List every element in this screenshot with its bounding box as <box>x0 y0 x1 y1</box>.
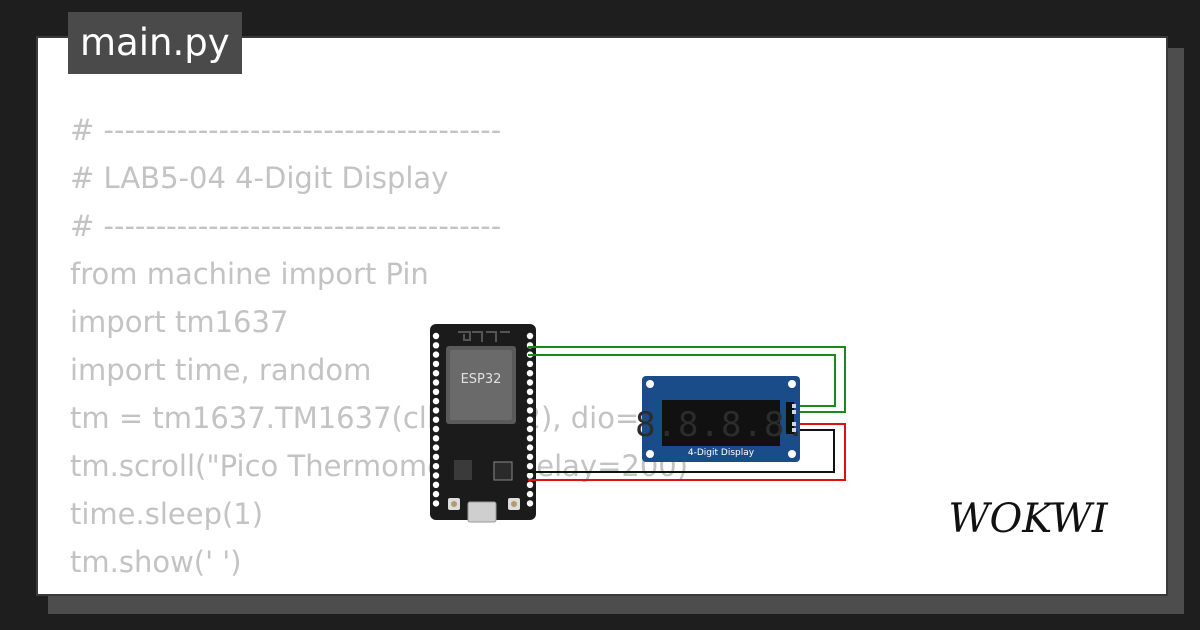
esp32-pin <box>432 351 440 358</box>
esp32-pin <box>432 444 440 451</box>
usb-chip <box>493 461 513 481</box>
esp32-pin <box>526 472 534 479</box>
pin-gnd <box>792 428 796 432</box>
esp32-shield <box>450 350 512 420</box>
mount-hole <box>788 380 796 388</box>
code-line: # -------------------------------------- <box>70 209 502 243</box>
esp32-left-pins <box>432 332 440 507</box>
esp32-pin <box>526 435 534 442</box>
esp32-label: ESP32 <box>461 372 502 387</box>
code-line: # LAB5-04 4-Digit Display <box>70 161 449 195</box>
esp32-pin <box>432 481 440 488</box>
esp32-pin <box>526 463 534 470</box>
esp32-pin <box>526 425 534 433</box>
esp32-pin <box>526 490 534 498</box>
esp32-pin <box>432 397 440 405</box>
esp32-pin <box>432 463 440 470</box>
wires <box>528 346 846 481</box>
wire-dio[interactable] <box>528 354 836 407</box>
esp32-pin <box>526 444 534 451</box>
code-line: import time, random <box>70 353 372 387</box>
preview-card: # --------------------------------------… <box>36 36 1168 596</box>
wokwi-logo-text: WOKWI <box>948 496 1108 542</box>
mount-hole <box>788 450 796 458</box>
regulator <box>454 460 472 480</box>
code-line: import tm1637 <box>70 305 289 339</box>
esp32-pin <box>432 416 440 423</box>
esp32-pin <box>526 453 534 461</box>
wokwi-logo: WOKWI <box>948 496 1108 542</box>
code-line: time.sleep(1) <box>70 497 264 531</box>
code-listing: # --------------------------------------… <box>70 106 735 594</box>
esp32-pin <box>432 500 440 507</box>
en-button-cap <box>511 501 517 507</box>
esp32-pin <box>526 332 534 340</box>
seven-segment-digits: 8.8.8.8. <box>635 405 807 445</box>
esp32-board[interactable]: ESP32 <box>430 324 536 523</box>
esp32-pin <box>432 453 440 461</box>
esp32-pin <box>526 416 534 423</box>
esp32-pin <box>432 490 440 498</box>
esp32-pin <box>432 435 440 442</box>
esp32-pin <box>526 360 534 368</box>
circuit-diagram: ESP32 8.8.8.8. 4 <box>430 324 846 523</box>
wire-gnd[interactable] <box>528 429 835 473</box>
tm1637-display[interactable]: 8.8.8.8. 4-Digit Display <box>635 376 807 462</box>
esp32-pin <box>526 500 534 507</box>
file-tab-main-py[interactable]: main.py <box>68 12 242 74</box>
esp32-pin <box>526 370 534 377</box>
code-line: time.sleep(1) <box>70 586 735 594</box>
esp32-pin <box>526 407 534 414</box>
esp32-pin <box>432 407 440 414</box>
code-line: # -------------------------------------- <box>70 113 502 147</box>
wire-clk[interactable] <box>528 346 846 413</box>
pin-clk <box>792 404 796 408</box>
mount-hole <box>646 450 654 458</box>
esp32-pin <box>432 332 440 340</box>
esp32-pin <box>432 472 440 479</box>
esp32-pin <box>432 342 440 349</box>
antenna-trace <box>458 331 510 342</box>
esp32-pin <box>432 425 440 433</box>
esp32-pin <box>432 388 440 395</box>
esp32-pin <box>526 388 534 395</box>
esp32-pin <box>526 481 534 488</box>
display-label: 4-Digit Display <box>688 448 755 458</box>
mount-hole <box>646 380 654 388</box>
esp32-pin <box>526 397 534 405</box>
pin-vcc <box>792 422 796 426</box>
esp32-pin <box>526 379 534 386</box>
pin-dio <box>792 410 796 414</box>
wire-vcc[interactable] <box>528 423 846 481</box>
esp32-pin <box>432 360 440 368</box>
usb-port <box>467 501 497 523</box>
esp32-pin <box>432 370 440 377</box>
esp32-pin <box>432 379 440 386</box>
pin-header <box>786 402 794 434</box>
boot-button-cap <box>451 501 457 507</box>
seven-segment-panel <box>662 400 780 446</box>
code-line: tm.show(' ') <box>70 545 242 579</box>
code-line: from machine import Pin <box>70 257 429 291</box>
